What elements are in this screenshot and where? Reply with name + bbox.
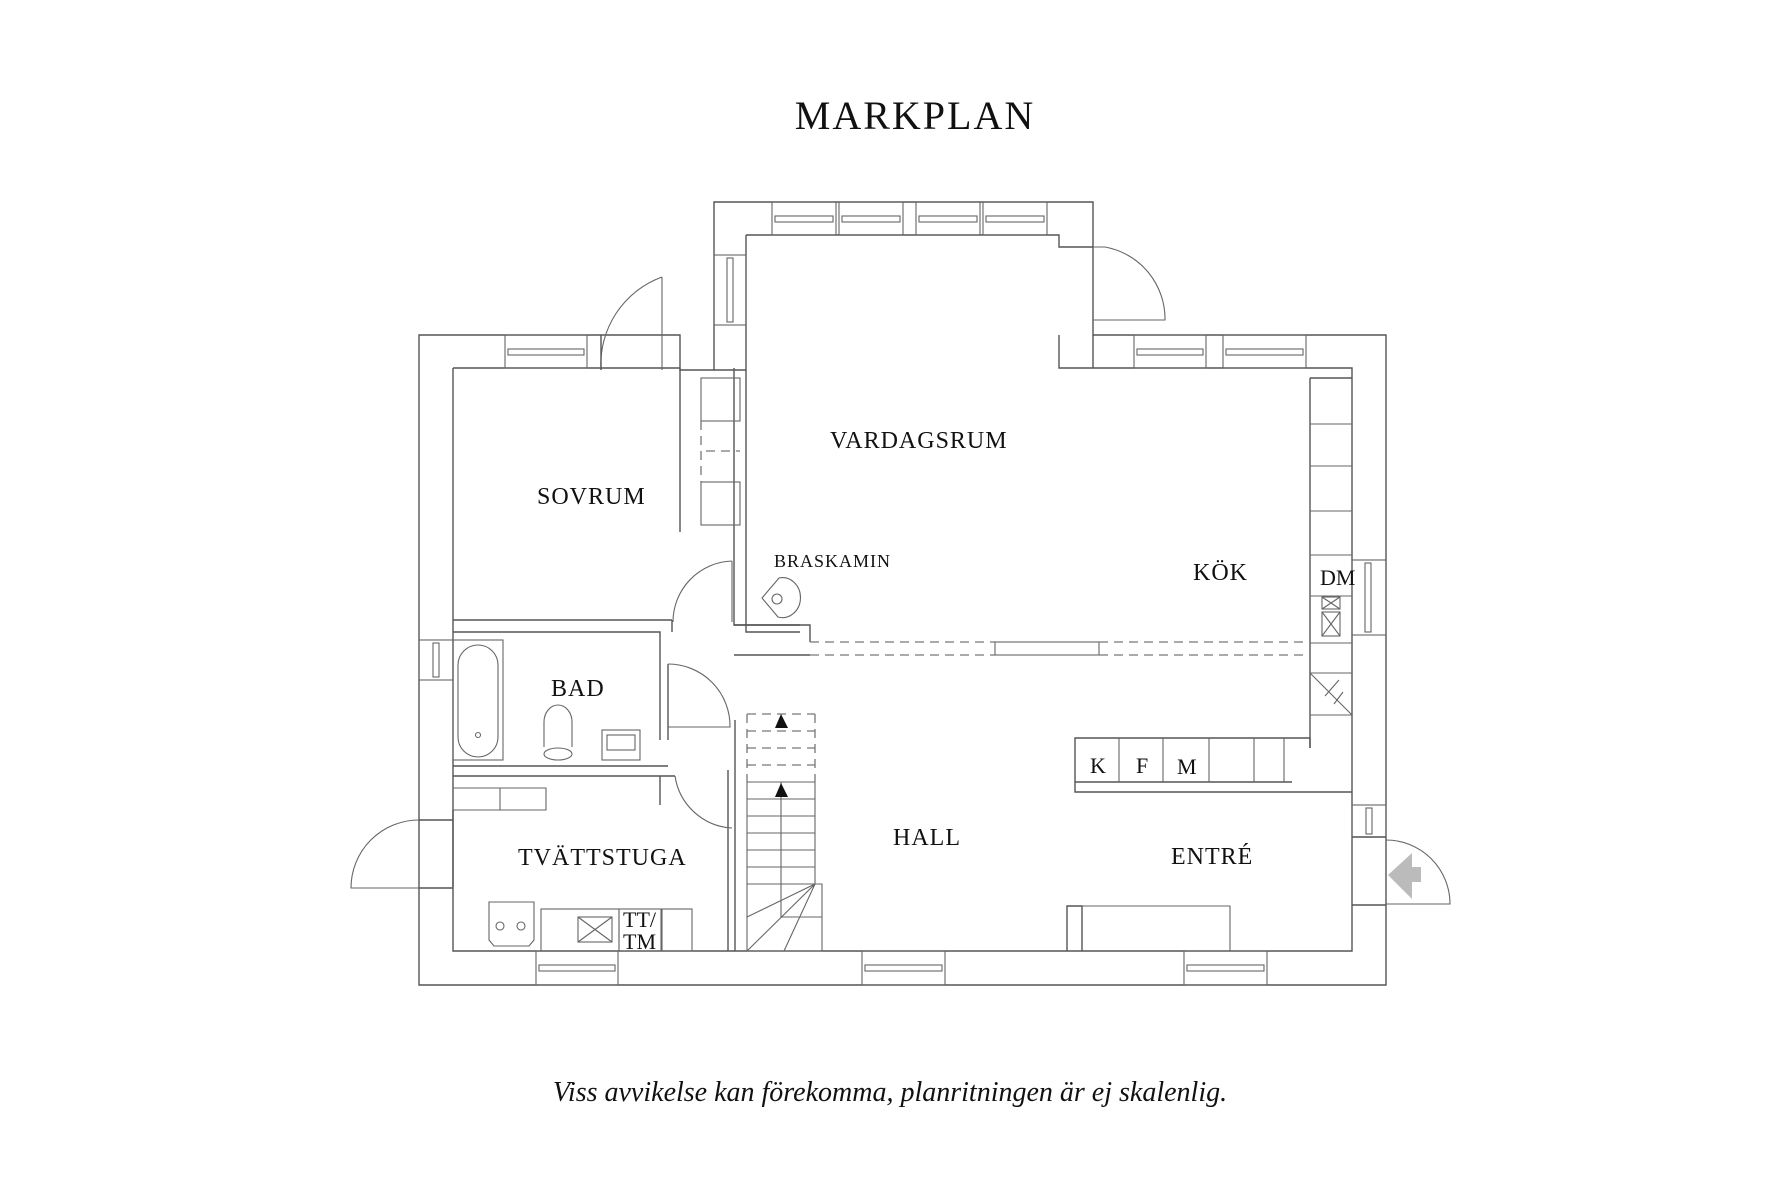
kitchen-counter-right [1309, 377, 1353, 748]
interior-doors [667, 560, 733, 829]
toilet-icon [543, 704, 573, 761]
wardrobe [700, 377, 741, 526]
room-label-hall: HALL [893, 825, 961, 851]
sink-icon [601, 729, 641, 761]
fireplace-icon [761, 577, 802, 619]
interior-walls [453, 368, 800, 951]
laundry-cabinets [452, 787, 547, 887]
fixture-label-m: M [1177, 754, 1197, 779]
room-label-bad: BAD [551, 676, 605, 702]
laundry-sink-icon [488, 901, 535, 947]
room-label-sovrum: SOVRUM [537, 484, 646, 510]
exterior-doors [350, 246, 1451, 905]
plan-title: MARKPLAN [794, 93, 1036, 138]
ceiling-beam-lines [734, 624, 1308, 656]
fixture-label-tm: TM [623, 929, 656, 954]
room-label-kok: KÖK [1193, 560, 1248, 586]
staircase [746, 713, 823, 952]
fixture-label-braskamin: BRASKAMIN [774, 551, 891, 571]
laundry-counter [540, 908, 693, 952]
fixture-label-k: K [1090, 753, 1106, 778]
disclaimer-footer: Viss avvikelse kan förekomma, planritnin… [552, 1077, 1228, 1108]
room-label-entre: ENTRÉ [1171, 844, 1253, 870]
fixture-label-dm: DM [1320, 565, 1355, 590]
fixture-label-f: F [1136, 753, 1148, 778]
entre-bench [1066, 836, 1386, 951]
bathtub-icon [452, 639, 504, 761]
fixture-label-tt: TT/ [623, 907, 657, 932]
room-label-vardagsrum: VARDAGSRUM [830, 428, 1008, 454]
entrance-arrow-icon [1388, 853, 1421, 899]
kitchen-counter-bottom [1074, 737, 1352, 793]
windows [418, 201, 1387, 986]
room-label-tvattstuga: TVÄTTSTUGA [518, 845, 687, 871]
